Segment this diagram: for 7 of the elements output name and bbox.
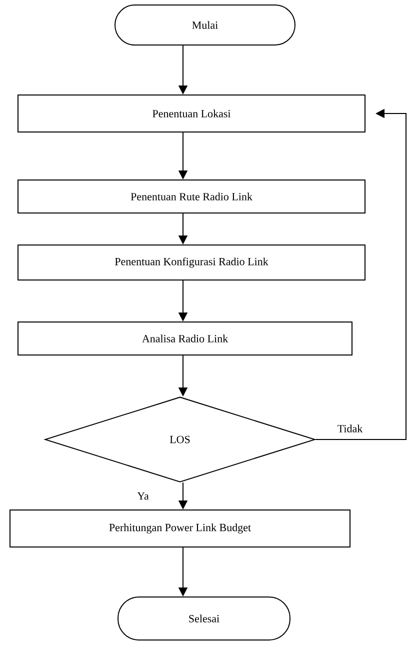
edge-label: Ya: [136, 491, 150, 501]
process-box: Penentuan Konfigurasi Radio Link: [18, 244, 366, 280]
process-box: Penentuan Rute Radio Link: [18, 180, 366, 214]
edge-label: Tidak: [336, 424, 364, 434]
process-box: Analisa Radio Link: [18, 322, 352, 356]
process-box: Penentuan Lokasi: [18, 94, 366, 132]
process-box: Perhitungan Power Link Budget: [10, 510, 350, 548]
